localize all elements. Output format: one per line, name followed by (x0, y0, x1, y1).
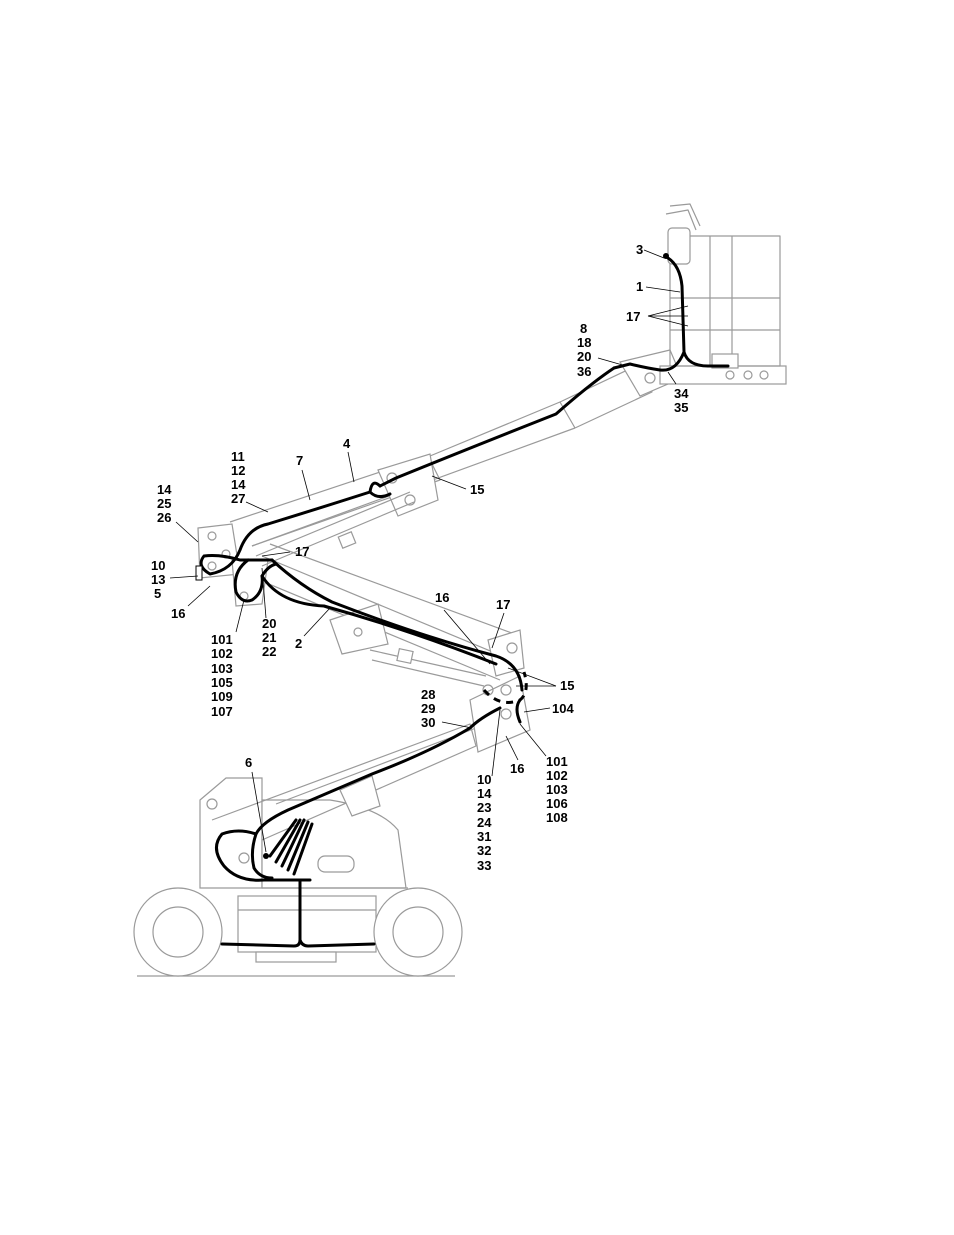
callout-16-left: 16 (171, 606, 185, 621)
cable-routing (195, 253, 730, 948)
machine-outline (133, 203, 787, 977)
callout-17-platform: 17 (626, 309, 640, 324)
callout-15-mid: 15 (560, 678, 574, 693)
callout-8-18-20-36: 8 18 20 36 (577, 321, 595, 379)
callout-7: 7 (296, 453, 303, 468)
callout-16-mid: 16 (435, 590, 449, 605)
callout-1: 1 (636, 279, 643, 294)
callout-10-33: 10 14 23 24 31 32 33 (477, 772, 495, 873)
callout-101-107: 101 102 103 105 109 107 (211, 632, 236, 719)
callout-34-35: 34 35 (674, 386, 692, 415)
callout-10-13-5: 10 13 5 (151, 558, 169, 601)
callout-6: 6 (245, 755, 252, 770)
callout-104: 104 (552, 701, 574, 716)
callout-4: 4 (343, 436, 351, 451)
callout-17-knuckle: 17 (295, 544, 309, 559)
callout-3: 3 (636, 242, 643, 257)
callout-labels: 3 1 17 8 18 20 36 34 35 4 7 11 12 14 27 … (151, 242, 692, 873)
leader-lines (169, 249, 689, 853)
callout-2: 2 (295, 636, 302, 651)
callout-16-lower: 16 (510, 761, 524, 776)
callout-11-12-14-27: 11 12 14 27 (231, 449, 249, 506)
callout-17-mid: 17 (496, 597, 510, 612)
callout-101-108: 101 102 103 106 108 (546, 754, 571, 825)
callout-15-upper: 15 (470, 482, 484, 497)
callout-14-25-26: 14 25 26 (157, 482, 175, 525)
callout-20-21-22: 20 21 22 (262, 616, 280, 659)
callout-28-29-30: 28 29 30 (421, 687, 439, 730)
